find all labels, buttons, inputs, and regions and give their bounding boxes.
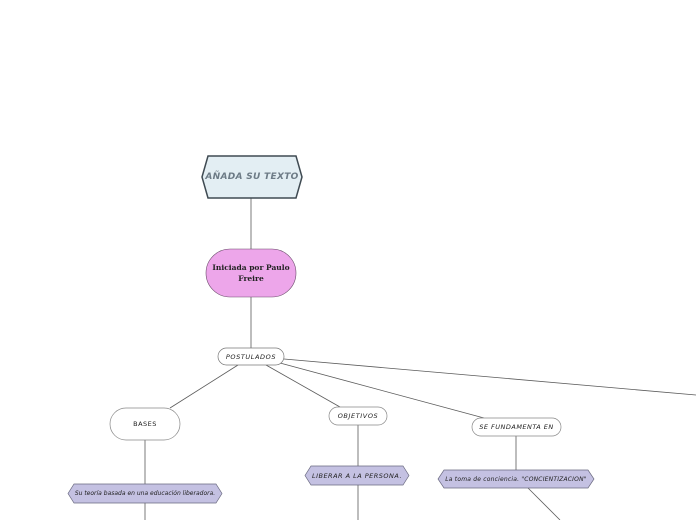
fundamenta-node-label: SE FUNDAMENTA EN	[479, 423, 554, 431]
bases-node-shape[interactable]	[109, 407, 181, 441]
teoria-node-label: Su teoría basada en una educación libera…	[74, 490, 216, 497]
paulo-node-shape[interactable]	[205, 248, 297, 298]
liberar-node-shape[interactable]	[304, 465, 410, 486]
objetivos-node-shape[interactable]	[328, 406, 388, 426]
paulo-node-label: Iniciada por Paulo Freire	[212, 263, 290, 283]
root-node-shape[interactable]	[201, 155, 303, 199]
postulados-node-label: POSTULADOS	[225, 352, 277, 361]
objetivos-node-label: OBJETIVOS	[337, 412, 379, 420]
teoria-node-shape[interactable]	[67, 483, 223, 504]
connector-postulados-objetivos	[265, 364, 341, 408]
postulados-node-shape[interactable]	[217, 347, 285, 366]
connector-postulados-fundamenta	[279, 362, 485, 419]
liberar-node-label: LIBERAR A LA PERSONA.	[311, 471, 403, 480]
connectors	[144, 198, 696, 520]
connector-postulados-offscreen	[283, 358, 696, 396]
bases-node-label: BASES	[133, 420, 157, 428]
fundamenta-node-shape[interactable]	[471, 417, 562, 437]
root-node-label: AÑADA SU TEXTO	[205, 172, 299, 182]
concientizacion-node-shape[interactable]	[437, 469, 595, 489]
concientizacion-node-label: La toma de conciencia. "CONCIENTIZACION"	[445, 475, 587, 483]
connector-concientizacion-down	[527, 487, 561, 520]
connector-postulados-bases	[169, 364, 239, 409]
